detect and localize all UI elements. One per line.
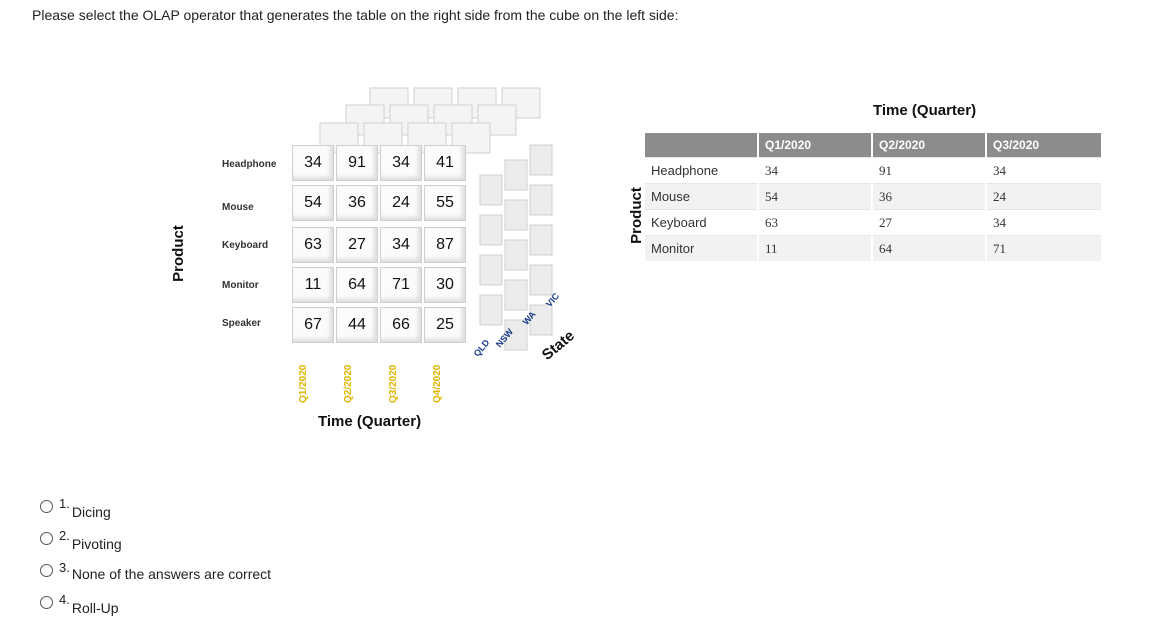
cube-cell: 34	[292, 145, 334, 181]
cube-cell: 63	[292, 227, 334, 263]
cube-cell: 34	[380, 145, 422, 181]
table-cell: 63	[758, 209, 873, 236]
table-cell: 27	[872, 209, 987, 236]
result-table: Q1/2020 Q2/2020 Q3/2020 Headphone 34 91 …	[645, 133, 1103, 261]
cube-row-label-monitor: Monitor	[222, 280, 259, 291]
table-cell: Mouse	[645, 183, 759, 210]
option-roll-up[interactable]: 4. Roll-Up	[40, 592, 271, 624]
cube-row-label-keyboard: Keyboard	[222, 240, 269, 251]
option-dicing[interactable]: 1. Dicing	[40, 496, 271, 528]
table-cell: 11	[758, 235, 873, 261]
cube-cell: 41	[424, 145, 466, 181]
table-row: Mouse 54 36 24	[645, 183, 1103, 210]
option-number: 4.	[59, 592, 70, 607]
option-none-correct[interactable]: 3. None of the answers are correct	[40, 560, 271, 592]
table-header-cell: Q2/2020	[872, 133, 987, 158]
option-label[interactable]: None of the answers are correct	[71, 566, 272, 582]
option-label[interactable]: Roll-Up	[71, 600, 119, 616]
olap-cube-figure: Product Headphone Mouse Keyboard Monitor…	[170, 75, 600, 445]
option-number: 3.	[59, 560, 70, 575]
cube-depth-svg	[319, 87, 553, 351]
answer-options: 1. Dicing 2. Pivoting 3. None of the ans…	[40, 496, 271, 624]
cube-cell: 11	[292, 267, 334, 303]
table-cell: 54	[758, 183, 873, 210]
cube-cell: 25	[424, 307, 466, 343]
cube-cell: 34	[380, 227, 422, 263]
cube-cell: 36	[336, 185, 378, 221]
cube-quarter-label: Q2/2020	[343, 364, 354, 403]
option-number: 1.	[59, 496, 70, 511]
cube-cell: 71	[380, 267, 422, 303]
table-row: Keyboard 63 27 34	[645, 209, 1103, 236]
cube-cell: 30	[424, 267, 466, 303]
table-cell: 91	[872, 157, 987, 184]
table-header-row: Q1/2020 Q2/2020 Q3/2020	[645, 133, 1103, 158]
table-cell: 24	[986, 183, 1103, 210]
cube-cell: 87	[424, 227, 466, 263]
cube-quarter-label: Q4/2020	[432, 364, 443, 403]
cube-cell: 64	[336, 267, 378, 303]
radio-button[interactable]	[40, 532, 53, 545]
cube-time-axis-label: Time (Quarter)	[318, 413, 422, 430]
cube-cell: 55	[424, 185, 466, 221]
radio-button[interactable]	[40, 500, 53, 513]
cube-cell: 91	[336, 145, 378, 181]
table-cell: 34	[758, 157, 873, 184]
table-header-cell	[645, 133, 759, 158]
cube-quarter-label: Q1/2020	[298, 364, 309, 403]
cube-cell: 27	[336, 227, 378, 263]
radio-button[interactable]	[40, 596, 53, 609]
cube-row-label-headphone: Headphone	[222, 159, 277, 170]
cube-quarter-label: Q3/2020	[388, 364, 399, 403]
option-number: 2.	[59, 528, 70, 543]
cube-cell: 67	[292, 307, 334, 343]
table-row: Monitor 11 64 71	[645, 235, 1103, 261]
cube-row-label-mouse: Mouse	[222, 202, 254, 213]
table-time-axis-label: Time (Quarter)	[873, 102, 977, 119]
option-pivoting[interactable]: 2. Pivoting	[40, 528, 271, 560]
table-cell: Monitor	[645, 235, 759, 261]
cube-row-label-speaker: Speaker	[222, 318, 261, 329]
cube-cell: 24	[380, 185, 422, 221]
table-header-cell: Q3/2020	[986, 133, 1103, 158]
question-text: Please select the OLAP operator that gen…	[32, 7, 679, 23]
table-cell: 34	[986, 209, 1103, 236]
option-label[interactable]: Pivoting	[71, 536, 122, 552]
table-cell: Keyboard	[645, 209, 759, 236]
table-header-cell: Q1/2020	[758, 133, 873, 158]
table-cell: Headphone	[645, 157, 759, 184]
radio-button[interactable]	[40, 564, 53, 577]
table-cell: 36	[872, 183, 987, 210]
option-label[interactable]: Dicing	[71, 504, 111, 520]
cube-cell: 44	[336, 307, 378, 343]
table-cell: 64	[872, 235, 987, 261]
table-cell: 71	[986, 235, 1103, 261]
table-product-axis-label: Product	[627, 187, 645, 244]
cube-cell: 54	[292, 185, 334, 221]
cube-cell: 66	[380, 307, 422, 343]
table-row: Headphone 34 91 34	[645, 157, 1103, 184]
table-cell: 34	[986, 157, 1103, 184]
cube-product-axis-label: Product	[169, 225, 187, 282]
